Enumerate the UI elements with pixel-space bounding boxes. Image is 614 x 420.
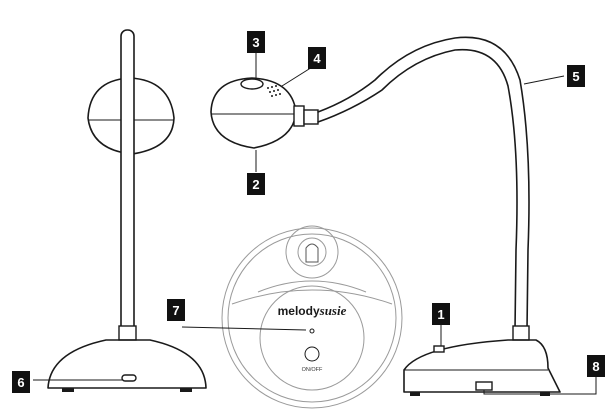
callout-8: 8 (587, 355, 605, 377)
svg-text:1: 1 (437, 307, 444, 322)
callout-2: 2 (247, 173, 265, 195)
svg-text:7: 7 (172, 303, 179, 318)
side-view (317, 36, 561, 396)
svg-text:2: 2 (252, 177, 259, 192)
svg-text:3: 3 (252, 35, 259, 50)
power-button (304, 346, 320, 362)
callout-6: 6 (12, 371, 30, 393)
usb-port (475, 381, 493, 391)
base-outer-ring (221, 227, 403, 409)
usb-c-port (121, 374, 137, 382)
side-power-button (433, 345, 445, 353)
front-view-camera-head (87, 77, 175, 155)
callout-7: 7 (167, 299, 185, 321)
power-button-label: ON/OFF (302, 367, 323, 373)
base-inner-face (259, 285, 365, 391)
callout-5: 5 (567, 65, 585, 87)
svg-text:4: 4 (313, 51, 321, 66)
camera-head-detail (210, 77, 319, 149)
neck-mount (285, 225, 339, 279)
side-view-base (403, 339, 561, 393)
brand-logo: melodysusie (278, 303, 347, 318)
base-top-view: melodysusie ON/OFF (221, 225, 403, 409)
callout-1: 1 (432, 303, 450, 325)
front-view (47, 29, 207, 392)
front-view-base (47, 339, 207, 389)
callout-3: 3 (247, 31, 265, 53)
front-view-pole (120, 29, 135, 333)
svg-text:5: 5 (572, 69, 579, 84)
led-light-dots (267, 85, 281, 97)
callout-4: 4 (308, 47, 326, 69)
svg-text:8: 8 (592, 359, 599, 374)
camera-lens (240, 78, 264, 90)
leader-lines (33, 52, 597, 395)
svg-text:6: 6 (17, 375, 24, 390)
gooseneck (317, 36, 530, 331)
microphone-hole (309, 328, 315, 334)
